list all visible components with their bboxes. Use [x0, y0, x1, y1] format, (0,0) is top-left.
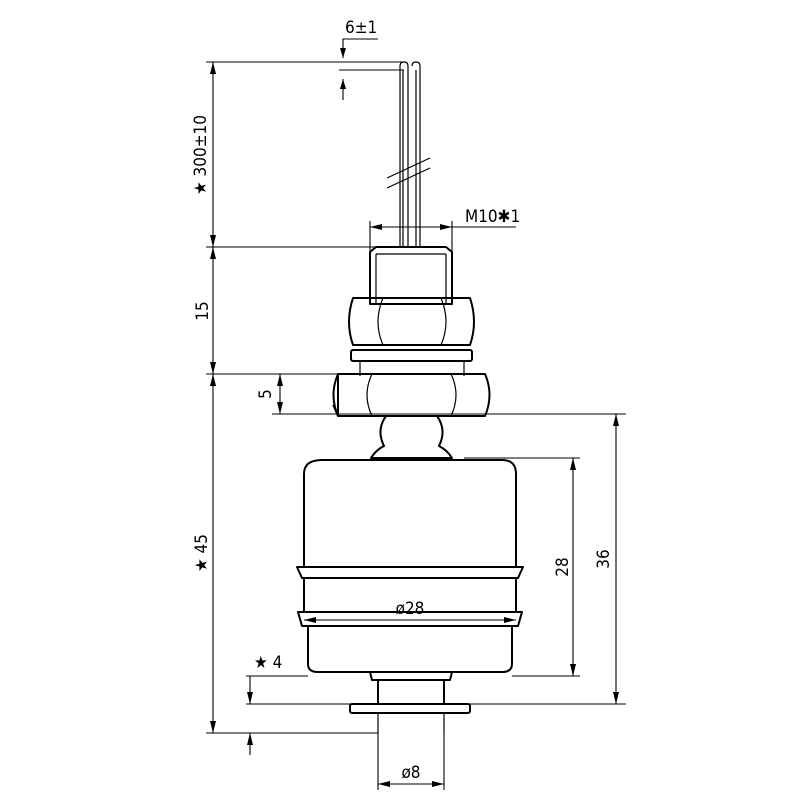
float-body: [296, 459, 524, 673]
dim-float-height: 28: [464, 457, 580, 677]
dim-thread-length: 15: [193, 247, 338, 375]
lower-hex-nut: [332, 373, 491, 417]
dim-cable-length-text: ★ 300±10: [191, 115, 211, 195]
upper-hex-nut: [348, 297, 475, 346]
dim-stem-diameter: ø8: [377, 733, 445, 790]
threaded-stem: [369, 246, 453, 305]
dim-lower-body: ★ 4 5: [192, 374, 378, 734]
washer: [350, 349, 473, 362]
collar: [370, 415, 453, 459]
bottom-stem: [349, 671, 471, 733]
dim-thread-length-text: 15: [193, 301, 213, 320]
dim-float-height-text: 28: [553, 557, 573, 576]
dim-lower-body-text: ★ 45: [192, 534, 212, 572]
dim-thread-text: M10✱1: [465, 207, 520, 227]
lead-wires: [386, 61, 431, 248]
float-switch-part: [296, 61, 524, 733]
dim-stem-diameter-text: ø8: [401, 763, 420, 783]
dim-nut-height: 5: [256, 374, 626, 415]
dim-float-travel: 36: [246, 414, 626, 705]
dim-float-diameter: ø28: [304, 599, 516, 623]
dim-cable-length: ★ 300±10: [191, 61, 404, 248]
dim-wire-offset-text: 6±1: [345, 18, 377, 38]
dim-float-diameter-text: ø28: [396, 599, 425, 619]
dim-thread: M10✱1: [369, 207, 520, 252]
dim-stop-offset-text: ★ 4: [254, 653, 282, 673]
dim-float-travel-text: 36: [594, 549, 614, 568]
dim-wire-offset: 6±1: [339, 18, 404, 100]
dim-stop-offset: ★ 4: [246, 653, 308, 755]
dim-nut-height-text: 5: [256, 389, 276, 399]
